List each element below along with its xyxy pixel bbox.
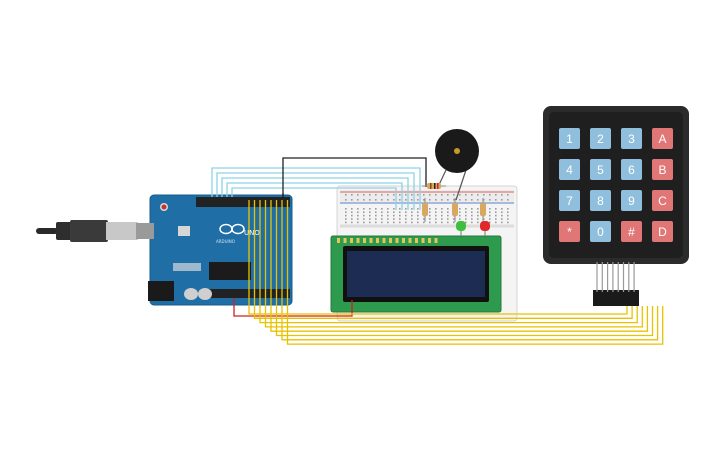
resistor-led-green[interactable] xyxy=(452,198,458,222)
key-3[interactable]: 3 xyxy=(621,128,642,149)
key-label: 2 xyxy=(597,132,604,146)
lcd-screen xyxy=(347,251,485,297)
key-label: # xyxy=(628,225,635,239)
red-wire xyxy=(233,298,353,317)
cyan-wires xyxy=(211,167,421,210)
reset-button[interactable] xyxy=(161,204,167,210)
key-hash[interactable]: # xyxy=(621,221,642,242)
key-5[interactable]: 5 xyxy=(590,159,611,180)
key-c[interactable]: C xyxy=(652,190,673,211)
keypad-4x4[interactable]: 1 2 3 A 4 5 6 B 7 8 9 C * 0 # D xyxy=(543,106,689,306)
resistor-misc[interactable] xyxy=(422,198,428,222)
key-label: * xyxy=(567,225,572,239)
key-label: B xyxy=(658,163,666,177)
key-label: 3 xyxy=(628,132,635,146)
key-6[interactable]: 6 xyxy=(621,159,642,180)
key-a[interactable]: A xyxy=(652,128,673,149)
key-1[interactable]: 1 xyxy=(559,128,580,149)
key-d[interactable]: D xyxy=(652,221,673,242)
lcd-header-pins xyxy=(337,238,438,243)
key-label: 0 xyxy=(597,225,604,239)
black-wire xyxy=(282,157,427,197)
led-red[interactable] xyxy=(480,221,490,236)
key-label: 1 xyxy=(566,132,573,146)
key-label: C xyxy=(658,194,667,208)
key-4[interactable]: 4 xyxy=(559,159,580,180)
key-star[interactable]: * xyxy=(559,221,580,242)
key-7[interactable]: 7 xyxy=(559,190,580,211)
resistor-buzzer[interactable] xyxy=(422,183,446,189)
arduino-model: UNO xyxy=(244,229,260,237)
atmega-chip xyxy=(209,262,251,280)
key-label: 8 xyxy=(597,194,604,208)
key-2[interactable]: 2 xyxy=(590,128,611,149)
keypad-connector xyxy=(593,262,639,306)
analog-power-header xyxy=(204,289,290,298)
key-0[interactable]: 0 xyxy=(590,221,611,242)
arduino-uno-board[interactable]: UNO ARDUINO xyxy=(148,194,293,306)
key-label: 4 xyxy=(566,163,573,177)
key-9[interactable]: 9 xyxy=(621,190,642,211)
key-label: 7 xyxy=(566,194,573,208)
usb-cable xyxy=(36,220,154,242)
key-label: 6 xyxy=(628,163,635,177)
key-label: D xyxy=(658,225,667,239)
key-b[interactable]: B xyxy=(652,159,673,180)
digital-header xyxy=(196,197,290,207)
lcd-module[interactable] xyxy=(330,235,502,313)
yellow-wires xyxy=(248,200,664,345)
resistor-led-red[interactable] xyxy=(480,198,486,222)
key-label: 5 xyxy=(597,163,604,177)
power-jack xyxy=(148,281,174,301)
key-8[interactable]: 8 xyxy=(590,190,611,211)
arduino-infinity-logo-icon xyxy=(219,223,245,235)
arduino-brand: ARDUINO xyxy=(216,239,235,244)
key-label: A xyxy=(658,132,666,146)
key-label: 9 xyxy=(628,194,635,208)
led-green[interactable] xyxy=(456,221,466,236)
